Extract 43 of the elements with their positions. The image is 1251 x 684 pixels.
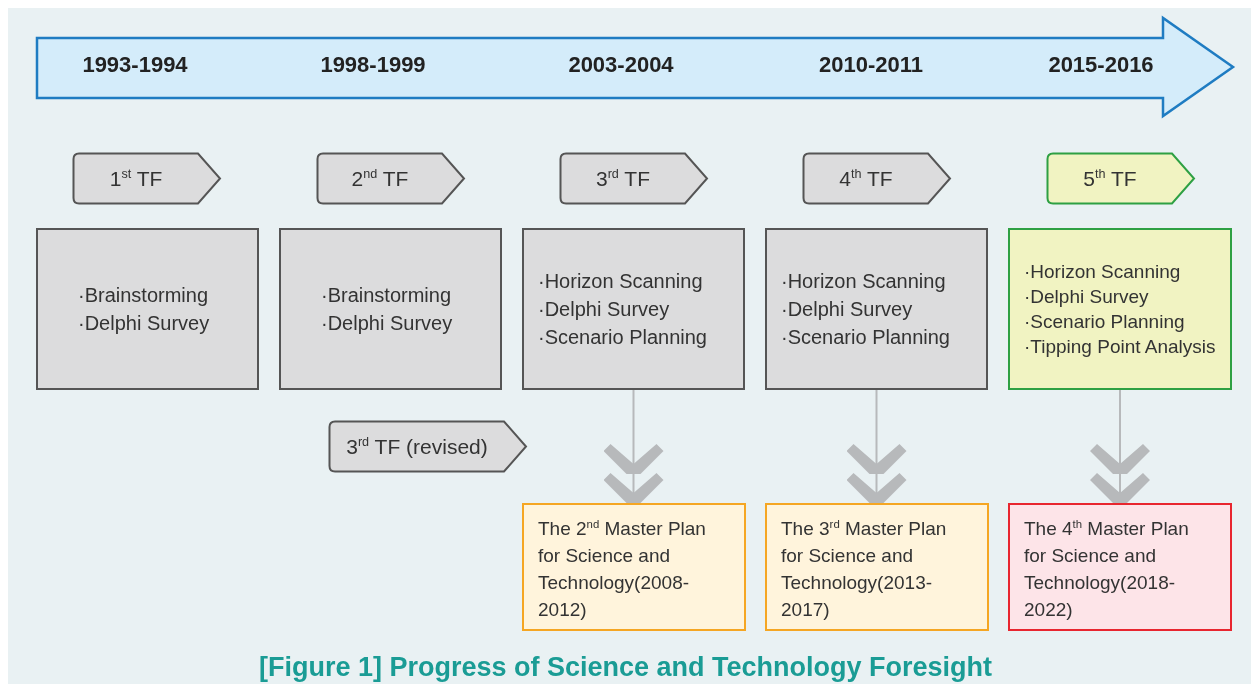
- method-item: ·Horizon Scanning: [781, 269, 947, 294]
- plan-text: The 4$^{th}$ Master Plan for Science and Technology(2018-2022): [1024, 516, 1190, 623]
- year-label: 2015-2016: [1048, 52, 1154, 78]
- tag-text: 1$^{st}$ TF: [109, 166, 163, 191]
- tag-text: 3$^{rd}$ TF: [596, 166, 650, 191]
- tag-text: 4$^{th}$ TF: [839, 166, 893, 191]
- method-item: ·Scenario Planning: [781, 325, 951, 350]
- method-item: ·Delphi Survey: [1024, 285, 1150, 309]
- method-item: ·Delphi Survey: [78, 311, 211, 336]
- method-item: ·Brainstorming: [78, 283, 210, 308]
- plan-box: [1008, 503, 1232, 631]
- stage-tag: [328, 420, 528, 473]
- tag-text: 3$^{rd}$ TF (revised): [346, 434, 488, 459]
- stage-tag: [1046, 152, 1196, 205]
- method-box: [36, 228, 259, 390]
- plan-box: [522, 503, 746, 631]
- method-item: ·Horizon Scanning: [538, 269, 704, 294]
- year-label: 1998-1999: [320, 52, 426, 78]
- method-item: ·Brainstorming: [321, 283, 453, 308]
- method-item: ·Tipping Point Analysis: [1024, 335, 1217, 359]
- method-box: [279, 228, 502, 390]
- method-item: ·Scenario Planning: [1024, 310, 1186, 334]
- method-item: ·Delphi Survey: [321, 311, 454, 336]
- stage-tag: [72, 152, 222, 205]
- method-item: ·Scenario Planning: [538, 325, 708, 350]
- plan-text: The 2$^{nd}$ Master Plan for Science and Technology(2008-2012): [538, 516, 707, 623]
- plan-text: The 3$^{rd}$ Master Plan for Science and Technology(2013-2017): [781, 516, 948, 623]
- year-label: 2010-2011: [819, 52, 923, 78]
- method-box: [1008, 228, 1232, 390]
- stage-tag: [559, 152, 709, 205]
- tag-text: 2$^{nd}$ TF: [351, 166, 409, 191]
- method-box: [765, 228, 988, 390]
- year-label: 1993-1994: [82, 52, 188, 78]
- year-label: 2003-2004: [568, 52, 674, 78]
- plan-box: [765, 503, 989, 631]
- method-box: [522, 228, 745, 390]
- caption: [Figure 1] Progress of Science and Technology Foresight: [257, 652, 994, 683]
- method-item: ·Horizon Scanning: [1024, 260, 1182, 284]
- tag-text: 5$^{th}$ TF: [1083, 166, 1137, 191]
- method-item: ·Delphi Survey: [781, 297, 914, 322]
- method-item: ·Delphi Survey: [538, 297, 671, 322]
- stage-tag: [316, 152, 466, 205]
- stage-tag: [802, 152, 952, 205]
